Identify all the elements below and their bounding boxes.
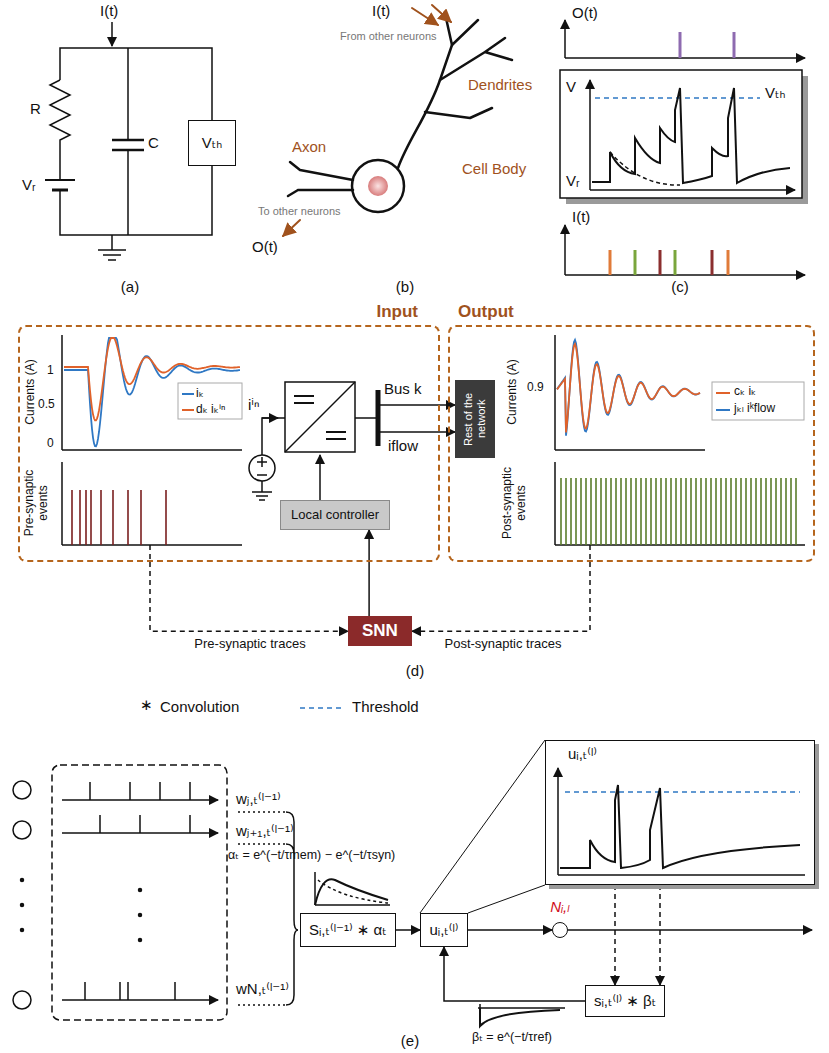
snn-box: SNN [348,616,412,646]
connector [468,929,552,931]
node-heading: Nᵢ,ₗ [550,898,569,916]
label-text: I(t) [372,2,390,20]
node-heading: Output [458,302,514,322]
connector [412,562,590,631]
label-text: Post-synaptic events [500,463,529,543]
edge-label: Post-synaptic traces [442,636,563,651]
label-text: (a) [121,278,139,296]
node-text: SNN [362,621,398,641]
label-text: To other neurons [258,205,341,218]
label-text: 1 [47,363,54,377]
threshold-box: Vₜₕ [188,120,236,166]
connector [396,929,420,931]
lif-plots [560,20,808,275]
refractory-box: sᵢ,ₜ⁽ˡ⁾ ∗ βₜ [585,985,665,1017]
label-text: O(t) [252,238,278,256]
label-text: αₜ = e^(−t/τmem) − e^(−t/τsyn) [228,848,395,863]
label-text: Cell Body [462,160,526,178]
neuron-circle: Nᵢ,ₗ [552,922,568,938]
label-text: (c) [671,278,689,296]
input-region: InputLocal controller [18,325,440,562]
connector [444,947,585,1001]
label-text: Axon [292,138,326,156]
legend-text: dₖ iₖⁱⁿ [196,402,225,416]
neuron-drawing [283,5,512,236]
potential-box: uᵢ,ₜ⁽ˡ⁾ [420,913,468,947]
current-curve [64,338,240,446]
label-text: (b) [396,278,414,296]
label-text: (d) [406,662,424,680]
label-text: Threshold [352,698,419,716]
connector [659,885,661,985]
output-region: OutputRest of the network [448,325,815,562]
connector [150,562,348,631]
node-text: Local controller [291,507,379,523]
current-curve [557,340,700,436]
node-text: Vₜₕ [202,134,223,152]
network-box: Rest of the network [455,380,495,458]
controller-box: Local controller [280,500,390,530]
rc-circuit [45,22,212,260]
label-text: iⁱⁿ [248,396,259,414]
label-text: ∗ [140,696,153,714]
node-text: Rest of the network [462,380,487,458]
label-text: O(t) [572,4,598,22]
power-system [62,335,805,562]
label-text: Currents (A) [505,359,519,424]
node-heading: Input [376,302,418,322]
edge-label: Pre-synaptic traces [192,636,307,651]
label-text: V [566,78,576,96]
label-text: 0.5 [38,397,55,411]
label-text: Bus k [384,380,422,398]
label-text: iflow [388,437,418,455]
signal-curves [64,338,700,446]
label-text: wⱼ,ₜ⁽ˡ⁻¹⁾ [236,790,281,808]
snn-model [13,708,812,1026]
node-text: sᵢ,ₜ⁽ˡ⁾ ∗ βₜ [594,992,656,1010]
label-text: R [30,100,41,118]
label-text: Convolution [160,698,239,716]
label-text: wN,ₜ⁽ˡ⁻¹⁾ [236,980,289,998]
node-text: uᵢ,ₜ⁽ˡ⁾ [568,745,597,763]
label-text: Dendrites [468,76,532,94]
label-text: Vᵣ [566,172,580,190]
label-text: Pre-synaptic events [22,463,51,543]
legend-text: jₖₗ iᵏflow [734,401,775,415]
label-text: (e) [401,1032,419,1050]
label-text: 0 [47,436,54,450]
connector [368,530,370,616]
label-text: Vᵣ [22,176,36,194]
label-text: Currents (A) [23,359,37,424]
label-text: Vₜₕ [765,84,786,102]
convolution-box: Sᵢ,ₜ⁽ˡ⁻¹⁾ ∗ αₜ [300,913,396,947]
label-text: I(t) [100,2,118,20]
connector [614,885,616,985]
potential-inset: uᵢ,ₜ⁽ˡ⁾ [545,740,815,885]
label-text: wⱼ₊₁,ₜ⁽ˡ⁻¹⁾ [236,822,294,840]
legend-text: cₖ iₖ [734,384,756,398]
label-text: From other neurons [340,30,437,43]
current-curve [64,338,240,420]
node-text: uᵢ,ₜ⁽ˡ⁾ [429,921,458,939]
label-text: C [148,134,159,152]
label-text: 0.9 [527,380,544,394]
label-text: I(t) [572,208,590,226]
current-curve [557,344,700,432]
node-text: Sᵢ,ₜ⁽ˡ⁻¹⁾ ∗ αₜ [309,921,387,939]
legend-text: iₖ [196,386,204,400]
label-text: βₜ = e^(−t/τref) [472,1030,552,1045]
